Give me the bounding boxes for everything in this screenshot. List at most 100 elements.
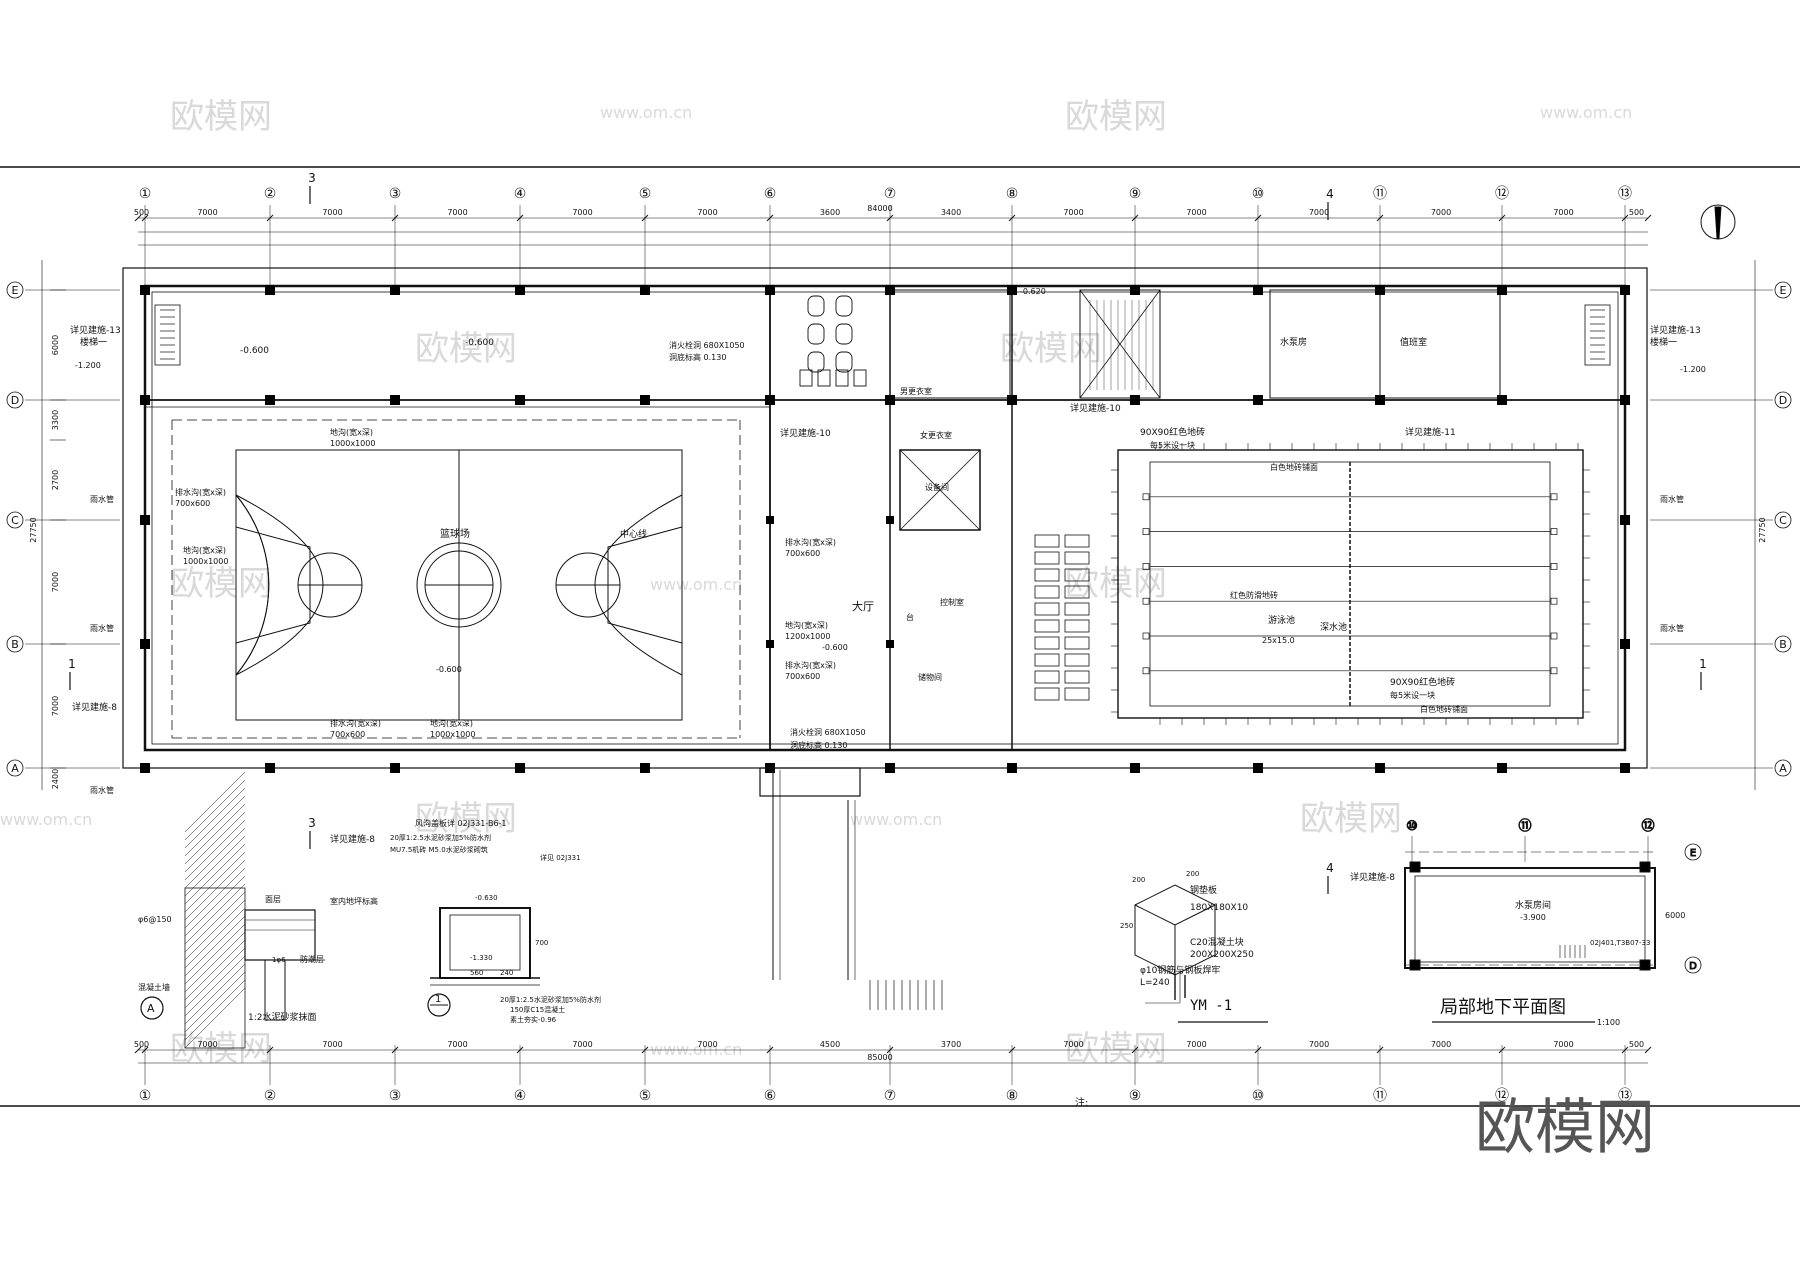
sub-room: 水泵房间 — [1515, 899, 1551, 911]
fire-hydrant-elev-2: 洞底标高 0.130 — [790, 740, 847, 750]
sub-column — [1409, 861, 1421, 873]
column — [640, 285, 650, 295]
hatch-line — [184, 851, 246, 913]
equipment-room — [899, 449, 981, 531]
sub-letter-bubble — [1684, 956, 1702, 974]
watermark-layer: 欧模网 www.om.cn 欧模网 www.om.cn 欧模网 欧模网 欧模网 … — [0, 97, 1632, 1069]
dim-tick — [516, 214, 524, 222]
detail-ym1: 钢垫板 180X180X10 C20混凝土块 200X200X250 φ10钢筋… — [1120, 870, 1268, 1023]
dim-text-left: 7000 — [51, 572, 60, 592]
trench-size-6: 1200x1000 — [785, 632, 830, 641]
trench-label: 地沟(宽x深) — [330, 427, 373, 437]
detail-ref-10b: 详见建施-10 — [1070, 402, 1121, 414]
dim-text-bottom: 3700 — [941, 1040, 961, 1049]
block-iso — [1134, 884, 1216, 976]
wall-hatch — [184, 771, 246, 1049]
column — [1620, 285, 1630, 295]
entrance-canopy — [759, 767, 861, 797]
dim-text-bottom: 7000 — [447, 1040, 467, 1049]
locker — [1034, 551, 1060, 565]
detail-1-text: 详见 02J331 — [540, 853, 581, 862]
ym-block: C20混凝土块 — [1190, 936, 1244, 948]
grid-bubble-bottom: ⑨ — [1129, 1088, 1142, 1104]
watermark-url: www.om.cn — [650, 1040, 742, 1059]
detail-a-text: 室内地坪标高 — [330, 896, 378, 906]
column — [1253, 285, 1263, 295]
grid-bubble-bottom: ② — [264, 1088, 277, 1104]
column — [140, 395, 150, 405]
grid-letter-right: B — [1779, 638, 1787, 651]
lane-anchor — [1550, 493, 1558, 501]
column — [140, 763, 150, 773]
dim-tick — [1131, 214, 1139, 222]
grid-bubble-bottom: ⑪ — [1373, 1088, 1387, 1104]
dim-text-left: 2700 — [51, 470, 60, 490]
elev-label: -0.600 — [240, 346, 269, 356]
drain-trench-label-7: 排水沟(宽x深) — [785, 660, 836, 670]
stair-ref-left: 详见建施-13 — [70, 324, 121, 336]
grid-bubble-bottom: ⑧ — [1006, 1088, 1019, 1104]
locker — [1064, 602, 1090, 616]
urinal-fixture — [817, 369, 831, 387]
detail-1-text: 20厚1:2.5水泥砂浆加5%防水剂 — [500, 995, 601, 1004]
ym-label: YM -1 — [1190, 998, 1232, 1014]
sub-column — [1639, 861, 1651, 873]
grid-bubble-right — [1774, 391, 1792, 409]
drain-label-b-right: 雨水管 — [1660, 623, 1684, 633]
locker — [1034, 670, 1060, 684]
dim-text-left: 6000 — [51, 335, 60, 355]
detail-1-text: 素土夯实-0.96 — [510, 1015, 557, 1024]
drain-trench-size-7: 700x600 — [785, 672, 820, 681]
grid-bubble-top: ③ — [389, 186, 402, 202]
detail-ref-11: 详见建施-11 — [1405, 426, 1456, 438]
drain-trench-label: 排水沟(宽x深) — [175, 487, 226, 497]
sub-grid-bubble: ⑫ — [1641, 819, 1654, 834]
grid-bubble-right — [1774, 281, 1792, 299]
detail-ref-10: 详见建施-10 — [780, 427, 831, 439]
dim-tick — [391, 1046, 399, 1054]
grid-bubble-top: ⑫ — [1495, 186, 1509, 202]
entrance — [759, 767, 943, 1010]
grid-bubble-top: ⑬ — [1618, 186, 1632, 202]
column — [765, 395, 775, 405]
dim-text-bottom: 7000 — [1063, 1040, 1083, 1049]
dim-tick — [141, 1046, 149, 1054]
watermark-url: www.om.cn — [600, 103, 692, 122]
dim-tick — [1498, 214, 1506, 222]
hatch-line — [184, 979, 246, 1041]
dim-tick — [391, 214, 399, 222]
detail-1-dim: 700 — [535, 939, 548, 947]
dim-tick — [141, 214, 149, 222]
red-tile-bottom: 90X90红色地砖 — [1390, 676, 1455, 688]
hatch-line — [184, 771, 246, 833]
dim-tick — [1131, 1046, 1139, 1054]
grid-bubble-right — [1774, 759, 1792, 777]
toilet-fixture — [835, 295, 853, 317]
grid-letter-left: D — [11, 394, 19, 407]
column — [640, 763, 650, 773]
pool-label: 游泳池 — [1268, 614, 1295, 626]
urinal-fixture — [799, 369, 813, 387]
dim-text-top: 500 — [1629, 208, 1644, 217]
column — [390, 395, 400, 405]
dim-text-bottom: 7000 — [1186, 1040, 1206, 1049]
detail-ref-left: 详见建施-8 — [72, 701, 117, 713]
dim-text-top: 7000 — [1063, 208, 1083, 217]
detail-1-text: MU7.5机砖 M5.0水泥砂浆砌筑 — [390, 845, 488, 854]
hatch-line — [184, 827, 246, 889]
locker — [1064, 687, 1090, 701]
dim-text-left: 3300 — [51, 410, 60, 430]
pool-edge-ticks — [1111, 443, 1590, 725]
dimension-chains: 5005007000700070007000700070007000700070… — [29, 204, 1767, 1064]
watermark-brand: 欧模网 — [415, 799, 517, 839]
detail-1-bubble — [427, 993, 451, 1017]
grid-bubble-bottom: ⑦ — [884, 1088, 897, 1104]
locker — [1034, 687, 1060, 701]
detail-1-elev: -1.330 — [470, 954, 493, 962]
dim-text-top: 3400 — [941, 208, 961, 217]
trench-size-2: 1000x1000 — [183, 557, 228, 566]
dim-tick — [1376, 214, 1384, 222]
